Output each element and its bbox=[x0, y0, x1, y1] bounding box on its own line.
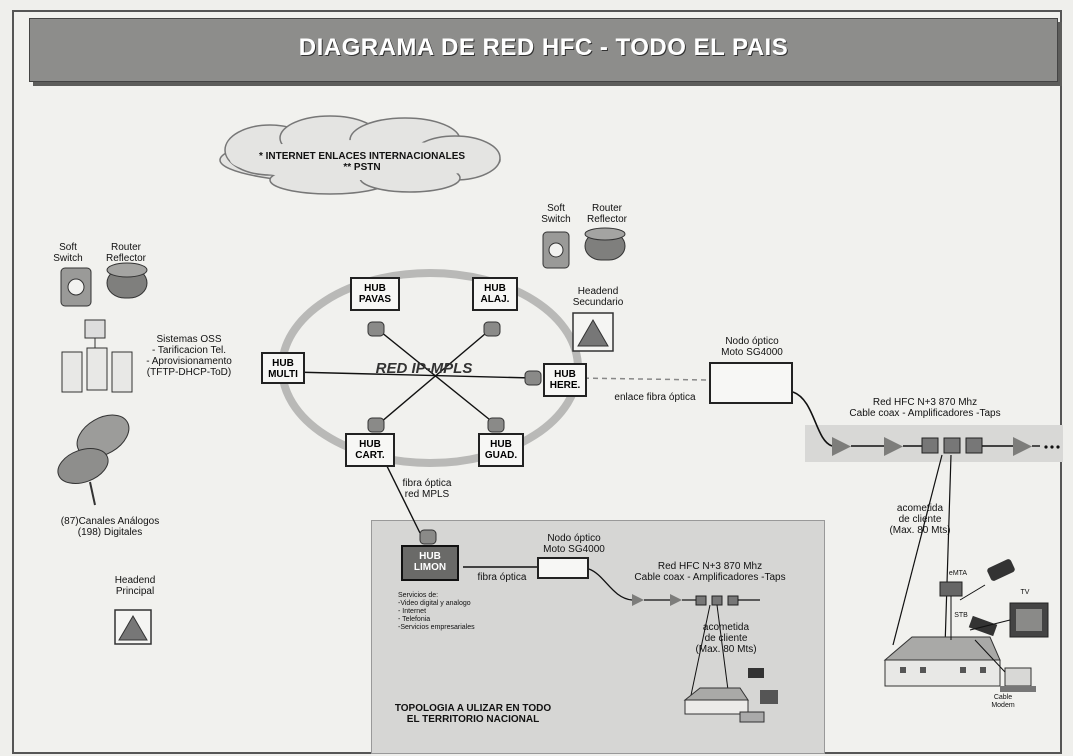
emta-icon bbox=[939, 581, 963, 597]
oss-servers-icon bbox=[61, 319, 133, 393]
hfc-chain-main bbox=[832, 437, 1060, 456]
router-icon-left bbox=[106, 262, 148, 299]
hub-guad[interactable]: HUB GUAD. bbox=[478, 433, 524, 467]
hub-alaj[interactable]: HUB ALAJ. bbox=[472, 277, 518, 311]
hub-name: CART. bbox=[355, 450, 385, 461]
hub-name: PAVAS bbox=[358, 294, 392, 305]
hub-here[interactable]: HUB HERE. bbox=[543, 363, 587, 397]
hfc-chain-limon bbox=[588, 568, 760, 701]
router-icon-top bbox=[584, 227, 626, 261]
tv-label: TV bbox=[1020, 589, 1030, 596]
oss-label: Sistemas OSS- Tarificacion Tel.- Aprovis… bbox=[146, 334, 232, 378]
services-list: Servicios de:-Video digital y analogo- I… bbox=[398, 592, 475, 631]
core-links bbox=[291, 327, 534, 534]
headend-secundario-icon bbox=[572, 312, 614, 352]
hub-pavas[interactable]: HUB PAVAS bbox=[350, 277, 400, 311]
hub-name: LIMON bbox=[413, 562, 447, 573]
stb-label: STB bbox=[954, 612, 968, 619]
headend-principal-icon bbox=[114, 609, 152, 645]
hub-cart[interactable]: HUB CART. bbox=[345, 433, 395, 467]
hub-name: HERE. bbox=[549, 380, 581, 391]
optical-node-limon[interactable] bbox=[537, 557, 589, 579]
hub-label: HUB bbox=[359, 439, 381, 450]
emta-label: eMTA bbox=[948, 570, 968, 577]
fiber-link-main-label: enlace fibra óptica bbox=[614, 392, 696, 403]
hub-limon[interactable]: HUB LIMON bbox=[401, 545, 459, 581]
phone-icon bbox=[987, 559, 1015, 581]
stb-icon bbox=[968, 615, 998, 637]
hub-label: HUB bbox=[490, 439, 512, 450]
soft-switch-icon-left bbox=[60, 267, 92, 307]
hub-name: GUAD. bbox=[484, 450, 518, 461]
cable-modem-icon bbox=[1000, 667, 1036, 692]
hub-label: HUB bbox=[364, 283, 386, 294]
hub-label: HUB bbox=[272, 358, 294, 369]
drop-lines-main bbox=[892, 454, 952, 648]
channels-label: (87)Canales Análogos(198) Digitales bbox=[60, 516, 160, 538]
hub-label: HUB bbox=[484, 283, 506, 294]
cloud-label-internet: * INTERNET ENLACES INTERNACIONALES bbox=[258, 151, 466, 162]
hub-multi[interactable]: HUB MULTI bbox=[261, 352, 305, 384]
customer-house-limon bbox=[683, 668, 778, 723]
mpls-core-label: RED IP-MPLS bbox=[375, 360, 473, 377]
title-banner: DIAGRAMA DE RED HFC - TODO EL PAIS bbox=[29, 18, 1058, 82]
customer-house-main bbox=[883, 636, 1001, 687]
optical-node-main[interactable] bbox=[709, 362, 793, 404]
soft-switch-icon-top bbox=[542, 231, 570, 269]
hub-label: HUB bbox=[554, 369, 576, 380]
cloud-label-pstn: ** PSTN bbox=[343, 162, 381, 173]
fiber-link-main bbox=[574, 377, 709, 381]
page-title: DIAGRAMA DE RED HFC - TODO EL PAIS bbox=[298, 34, 789, 61]
hub-name: MULTI bbox=[268, 369, 298, 380]
fiber-link-limon-label: fibra óptica bbox=[477, 572, 527, 583]
hub-label: HUB bbox=[419, 551, 441, 562]
tv-icon bbox=[1009, 602, 1049, 638]
hub-name: ALAJ. bbox=[480, 294, 510, 305]
satellite-dishes-icon bbox=[57, 414, 130, 506]
coax-curve-main bbox=[792, 391, 833, 447]
